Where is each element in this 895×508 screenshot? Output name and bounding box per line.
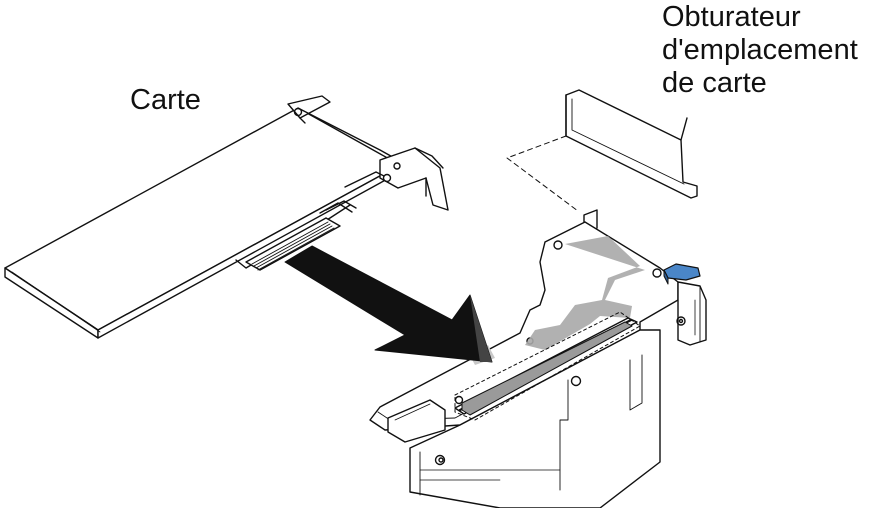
riser-pcie-slot	[454, 311, 641, 421]
riser-board-highlight	[525, 236, 645, 350]
slot-filler-label-line-2: d'emplacement	[662, 34, 858, 66]
adapter-card	[4, 95, 449, 339]
slot-filler-label-line-1: Obturateur	[662, 1, 801, 33]
riser-cage	[369, 209, 707, 508]
slot-filler-bracket	[506, 89, 698, 212]
card-label: Carte	[130, 84, 201, 116]
slot-filler-label-line-3: de carte	[662, 67, 767, 99]
insertion-arrow	[284, 245, 493, 363]
release-latch	[663, 263, 701, 285]
slot-filler-label: Obturateur d'emplacement de carte	[662, 1, 858, 100]
card-edge-connector	[251, 221, 335, 271]
